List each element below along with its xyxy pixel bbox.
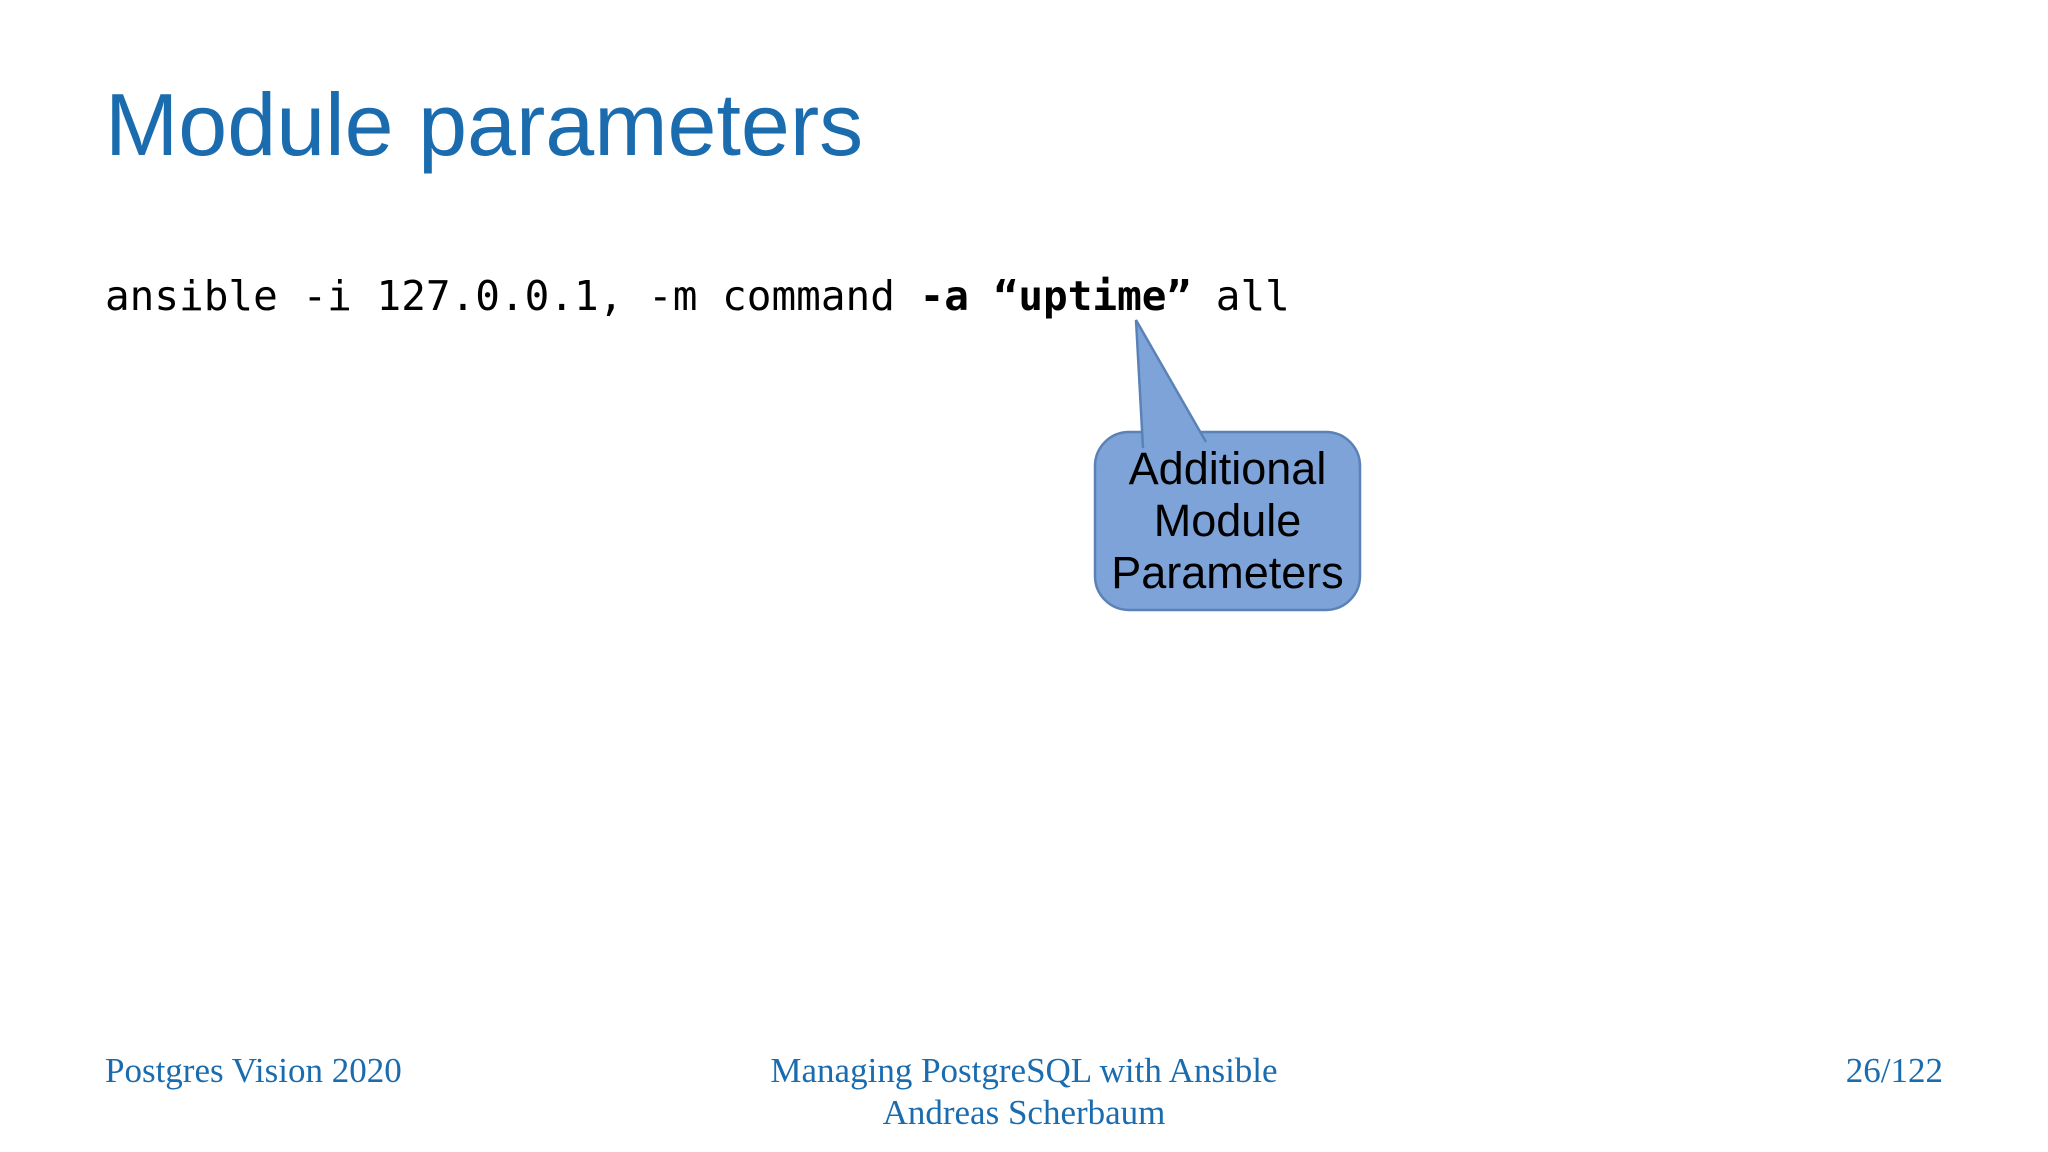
callout-label: Additional Module Parameters xyxy=(1095,432,1360,610)
footer-speaker-name: Andreas Scherbaum xyxy=(882,1093,1166,1132)
command-line: ansible -i 127.0.0.1, -m command -a “upt… xyxy=(105,272,1290,320)
callout-bubble-body xyxy=(1093,430,1362,612)
command-open-quote: “ xyxy=(993,272,1019,320)
footer-conference-name: Postgres Vision 2020 xyxy=(105,1051,402,1090)
callout-bubble-tail xyxy=(1134,319,1208,449)
command-argument: uptime xyxy=(1018,272,1167,320)
command-suffix: all xyxy=(1191,272,1290,320)
callout-label-line: Parameters xyxy=(1111,547,1344,598)
footer-page-number: 26/122 xyxy=(1845,1051,1943,1090)
callout-label-line: Additional xyxy=(1128,443,1327,494)
slide-title: Module parameters xyxy=(105,75,864,174)
command-flag: -a xyxy=(919,272,969,320)
command-prefix: ansible -i 127.0.0.1, -m command xyxy=(105,272,920,320)
command-separator xyxy=(969,272,994,320)
callout-label-line: Module xyxy=(1153,495,1302,546)
command-close-quote: ” xyxy=(1166,272,1192,320)
footer-talk-info: Managing PostgreSQL with Ansible Andreas… xyxy=(0,1050,2048,1134)
footer-talk-title: Managing PostgreSQL with Ansible xyxy=(770,1051,1278,1090)
callout-bubble xyxy=(1093,319,1362,612)
